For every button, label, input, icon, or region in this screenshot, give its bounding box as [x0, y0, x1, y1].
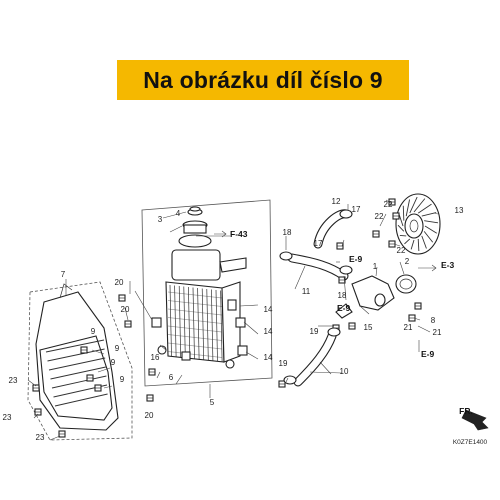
shroud-outline [27, 281, 133, 441]
callout-22: 22 [397, 246, 406, 255]
callout-23: 23 [36, 433, 45, 442]
callout-14: 14 [264, 353, 273, 362]
ref-e-9: E-9 [421, 349, 435, 359]
callout-17: 17 [352, 205, 361, 214]
ref-e-9: E-9 [337, 303, 351, 313]
callout-20: 20 [145, 411, 154, 420]
callout-17: 17 [314, 239, 323, 248]
callout-5: 5 [210, 398, 215, 407]
callout-15: 15 [364, 323, 373, 332]
callout-12: 12 [332, 197, 341, 206]
callout-1: 1 [373, 262, 378, 271]
callout-19: 19 [310, 327, 319, 336]
ref-e-9: E-9 [349, 254, 363, 264]
callout-14: 14 [264, 305, 273, 314]
front-label: FR. [459, 406, 473, 416]
callout-22: 22 [384, 200, 393, 209]
callout-22: 22 [375, 212, 384, 221]
callout-16: 16 [151, 353, 160, 362]
banner-text: Na obrázku díl číslo 9 [143, 66, 383, 93]
hose-10 [293, 331, 337, 387]
diagram-code: K0Z7E1400 [453, 439, 488, 446]
callout-21: 21 [433, 328, 442, 337]
callout-18: 18 [283, 228, 292, 237]
radiator [151, 220, 248, 369]
callout-23: 23 [9, 376, 18, 385]
callout-20: 20 [121, 305, 130, 314]
callout-6: 6 [169, 373, 174, 382]
callout-4: 4 [176, 209, 181, 218]
callout-9: 9 [115, 344, 120, 353]
callout-10: 10 [340, 367, 349, 376]
callout-7: 7 [61, 270, 66, 279]
callout-8: 8 [431, 316, 436, 325]
callout-3: 3 [158, 215, 163, 224]
callout-18: 18 [338, 291, 347, 300]
ref-e-3: E-3 [441, 260, 455, 270]
callout-21: 21 [404, 323, 413, 332]
ref-f-43: F-43 [230, 229, 248, 239]
callout-23: 23 [3, 413, 12, 422]
callout-9: 9 [111, 358, 116, 367]
callout-14: 14 [264, 327, 273, 336]
callout-11: 11 [302, 287, 311, 296]
radiator-shroud [35, 283, 119, 431]
callout-19: 19 [279, 359, 288, 368]
hose-11 [287, 253, 349, 281]
callout-9: 9 [91, 327, 96, 336]
callout-2: 2 [405, 257, 410, 266]
callout-20: 20 [115, 278, 124, 287]
cooling-fan [395, 193, 441, 255]
radiator-frame [141, 199, 273, 387]
callout-9: 9 [120, 375, 125, 384]
title-banner: Na obrázku díl číslo 9 [117, 60, 409, 100]
front-arrow: FR. [459, 406, 489, 431]
callout-13: 13 [455, 206, 464, 215]
